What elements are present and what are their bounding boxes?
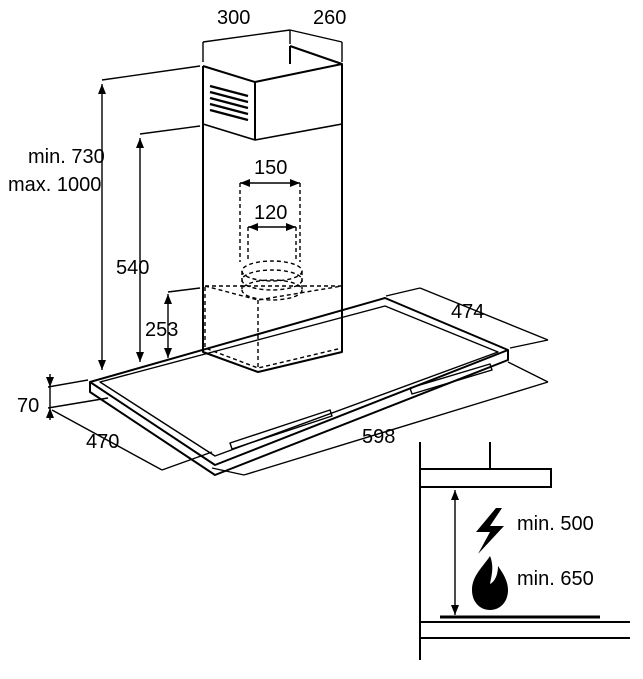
vent-slots bbox=[209, 84, 249, 122]
canopy-front-slot bbox=[229, 409, 333, 450]
label-outlet-inner: 120 bbox=[254, 202, 287, 224]
lightning-bolt-icon bbox=[476, 508, 504, 554]
lower-chimney-dashed bbox=[204, 285, 343, 369]
cooker-hood-drawing bbox=[89, 45, 509, 476]
label-lower-cover-height: 253 bbox=[145, 319, 178, 341]
label-canopy-width: 598 bbox=[362, 426, 395, 448]
label-outlet-outer: 150 bbox=[254, 157, 287, 179]
label-chimney-height-min: min. 730 bbox=[28, 146, 105, 168]
canopy-side-slot bbox=[409, 363, 493, 395]
label-canopy-depth-top: 474 bbox=[451, 301, 484, 323]
dim-253-ext-top bbox=[167, 287, 201, 293]
dimension-lines bbox=[46, 29, 549, 476]
chimney-body bbox=[202, 64, 343, 373]
label-chimney-depth: 260 bbox=[313, 7, 346, 29]
label-chimney-width: 300 bbox=[217, 7, 250, 29]
dim-730-ext-top bbox=[101, 65, 201, 81]
flame-icon bbox=[472, 556, 508, 610]
clearance-inset bbox=[419, 442, 630, 660]
chimney-upper-bottom bbox=[202, 123, 343, 141]
label-upper-chimney-height: 540 bbox=[116, 257, 149, 279]
lower-chimney-edges bbox=[204, 285, 343, 368]
dim-70-ext-bottom bbox=[47, 397, 109, 409]
label-canopy-height: 70 bbox=[17, 395, 39, 417]
label-gas-clearance: min. 650 bbox=[517, 568, 594, 590]
dim-598-ext-left bbox=[211, 467, 245, 476]
canopy-front-edges bbox=[89, 350, 509, 476]
dim-474-line bbox=[419, 287, 549, 341]
dim-70-arrows bbox=[46, 377, 54, 418]
label-electric-clearance: min. 500 bbox=[517, 513, 594, 535]
dim-540-ext-top bbox=[139, 125, 201, 135]
dim-598-line bbox=[243, 381, 549, 476]
inset-hood-body bbox=[419, 468, 552, 488]
dimension-labels: 300 260 min. 730 max. 1000 540 150 120 2… bbox=[8, 7, 594, 590]
dim-470-line bbox=[51, 409, 163, 471]
dim-300-line bbox=[202, 29, 291, 43]
label-chimney-height-max: max. 1000 bbox=[8, 174, 101, 196]
dim-120-arrows bbox=[248, 223, 296, 231]
dim-470-ext bbox=[161, 451, 213, 471]
canopy-inner-rim bbox=[99, 305, 499, 457]
label-canopy-depth-side: 470 bbox=[86, 431, 119, 453]
dim-474-ext-top bbox=[385, 287, 421, 297]
dim-598-ext-right bbox=[507, 361, 549, 383]
dim-70-ext-top bbox=[47, 379, 89, 388]
outlet-ring bbox=[241, 260, 303, 301]
dim-260-line bbox=[289, 29, 343, 43]
chimney-top-edges bbox=[202, 45, 343, 83]
dim-474-ext-bottom bbox=[509, 339, 549, 349]
